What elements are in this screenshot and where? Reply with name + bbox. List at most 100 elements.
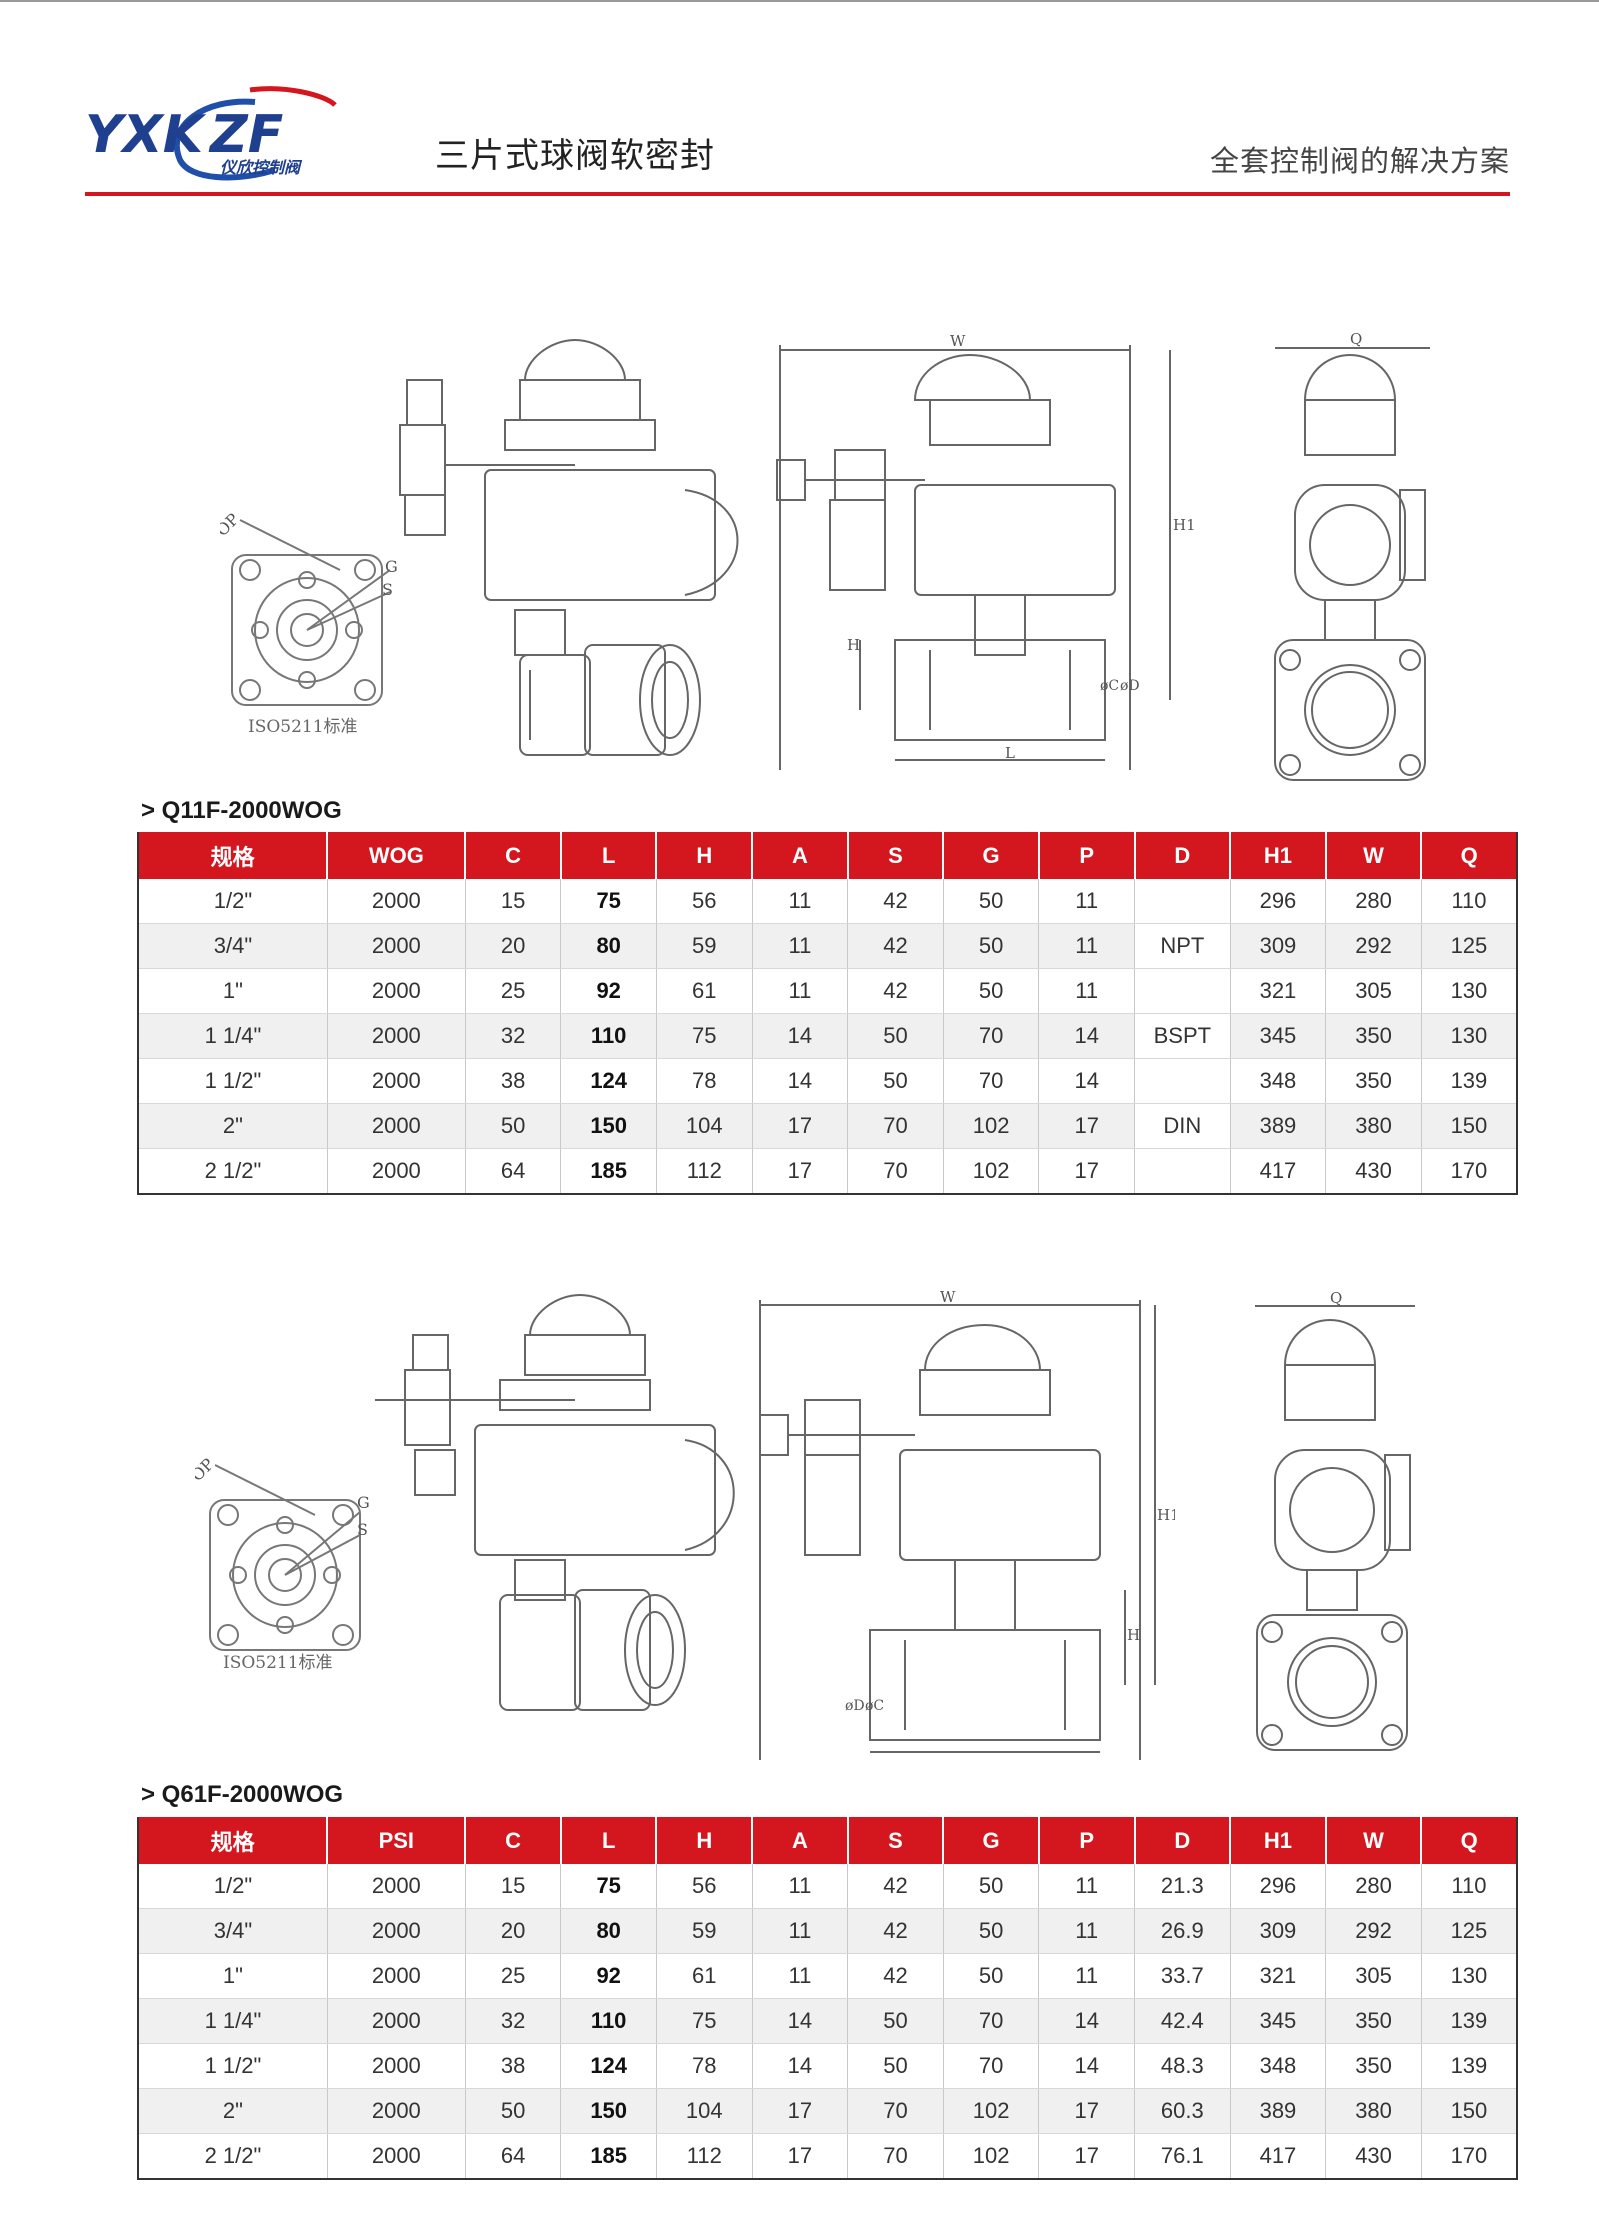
company-slogan: 全套控制阀的解决方案: [1209, 146, 1510, 178]
table-cell: 292: [1325, 923, 1422, 969]
table-cell: 2": [138, 1103, 328, 1149]
table-cell: 104: [655, 2088, 753, 2134]
table-cell: 110: [1420, 1864, 1517, 1909]
svg-text:Q: Q: [1330, 1290, 1342, 1307]
table-cell: DIN: [1134, 1103, 1231, 1149]
table-cell: 50: [847, 1013, 944, 1059]
table-cell: 345: [1229, 1013, 1326, 1059]
table-cell: 2000: [326, 923, 466, 969]
table-cell: 11: [751, 968, 848, 1014]
table-cell: 185: [560, 2133, 657, 2180]
column-header: C: [464, 1817, 561, 1864]
table-cell: 170: [1420, 1148, 1517, 1195]
table-cell: 2000: [326, 2088, 466, 2134]
table-cell: 309: [1229, 1908, 1326, 1954]
table-cell: 350: [1325, 1998, 1422, 2044]
table-cell: 60.3: [1134, 2088, 1231, 2134]
table-cell: 2000: [326, 1148, 466, 1195]
actuator-valve-3d-drawing-1: [385, 330, 755, 770]
table-cell: 1": [138, 968, 328, 1014]
table-cell: 2000: [326, 968, 466, 1014]
table-cell: 14: [751, 1013, 848, 1059]
column-header: W: [1324, 1817, 1422, 1864]
section-title-q61f: > Q61F-2000WOG: [141, 1781, 344, 1808]
table-cell: 59: [655, 923, 753, 969]
table-cell: 350: [1325, 2043, 1422, 2089]
actuator-valve-3d-drawing-2: [365, 1290, 735, 1740]
iso5211-flange-drawing-2: OP G S ISO5211标准: [195, 1290, 395, 1680]
table-cell: 42: [847, 968, 944, 1014]
table-cell: 14: [751, 1998, 848, 2044]
table-cell: 17: [751, 1103, 848, 1149]
table-cell: 50: [942, 1864, 1039, 1909]
table-cell: 92: [560, 968, 657, 1014]
table-cell: 2000: [326, 1864, 466, 1909]
table-cell: 50: [942, 923, 1039, 969]
svg-text:ZF: ZF: [208, 105, 283, 165]
table-cell: 350: [1325, 1058, 1422, 1104]
table-cell: 20: [464, 1908, 561, 1954]
table-cell: 17: [1038, 2088, 1135, 2134]
table-cell: 125: [1420, 923, 1517, 969]
top-border: [0, 0, 1599, 2]
table-cell: 102: [942, 2088, 1039, 2134]
table-cell: 296: [1229, 1864, 1326, 1909]
table-cell: 130: [1420, 968, 1517, 1014]
table-cell: 15: [464, 879, 561, 924]
table-cell: 42: [847, 1908, 944, 1954]
column-header: H1: [1229, 832, 1326, 879]
column-header: D: [1133, 1817, 1231, 1864]
table-cell: 80: [560, 1908, 657, 1954]
svg-text:W: W: [950, 332, 966, 350]
side-dimension-drawing-1: Q: [1255, 330, 1455, 800]
column-header: C: [464, 832, 561, 879]
table-cell: 345: [1229, 1998, 1326, 2044]
column-header: Q: [1420, 1817, 1517, 1864]
table-cell: 150: [1420, 1103, 1517, 1149]
table-cell: 309: [1229, 923, 1326, 969]
svg-text:Q: Q: [1350, 330, 1362, 348]
table-cell: 17: [751, 2088, 848, 2134]
table-cell: 78: [655, 2043, 753, 2089]
table-cell: 50: [942, 968, 1039, 1014]
table-cell: 38: [464, 2043, 561, 2089]
table-cell: 380: [1325, 2088, 1422, 2134]
table-cell: 430: [1325, 1148, 1422, 1195]
table-cell: [1134, 879, 1231, 924]
table-cell: 2000: [326, 1013, 466, 1059]
table-cell: 59: [655, 1908, 753, 1954]
table-cell: 75: [655, 1013, 753, 1059]
column-header: A: [751, 832, 848, 879]
column-header: L: [559, 1817, 657, 1864]
svg-text:øD: øD: [845, 1698, 865, 1714]
table-cell: 70: [847, 2088, 944, 2134]
table-cell: BSPT: [1134, 1013, 1231, 1059]
svg-text:W: W: [940, 1290, 956, 1306]
table-cell: 14: [751, 2043, 848, 2089]
table-cell: 139: [1420, 2043, 1517, 2089]
table-cell: 11: [1038, 879, 1135, 924]
table-cell: 78: [655, 1058, 753, 1104]
table-cell: 150: [560, 2088, 657, 2134]
column-header: H1: [1229, 1817, 1326, 1864]
table-cell: 296: [1229, 879, 1326, 924]
column-header: G: [942, 832, 1039, 879]
table-cell: 11: [751, 1953, 848, 1999]
table-cell: 417: [1229, 2133, 1326, 2180]
table-cell: 61: [655, 968, 753, 1014]
table-cell: 139: [1420, 1058, 1517, 1104]
table-cell: 14: [1038, 1013, 1135, 1059]
table-cell: 321: [1229, 1953, 1326, 1999]
table-cell: 321: [1229, 968, 1326, 1014]
table-cell: 1 1/2": [138, 2043, 328, 2089]
table-cell: 21.3: [1134, 1864, 1231, 1909]
table-cell: 124: [560, 1058, 657, 1104]
